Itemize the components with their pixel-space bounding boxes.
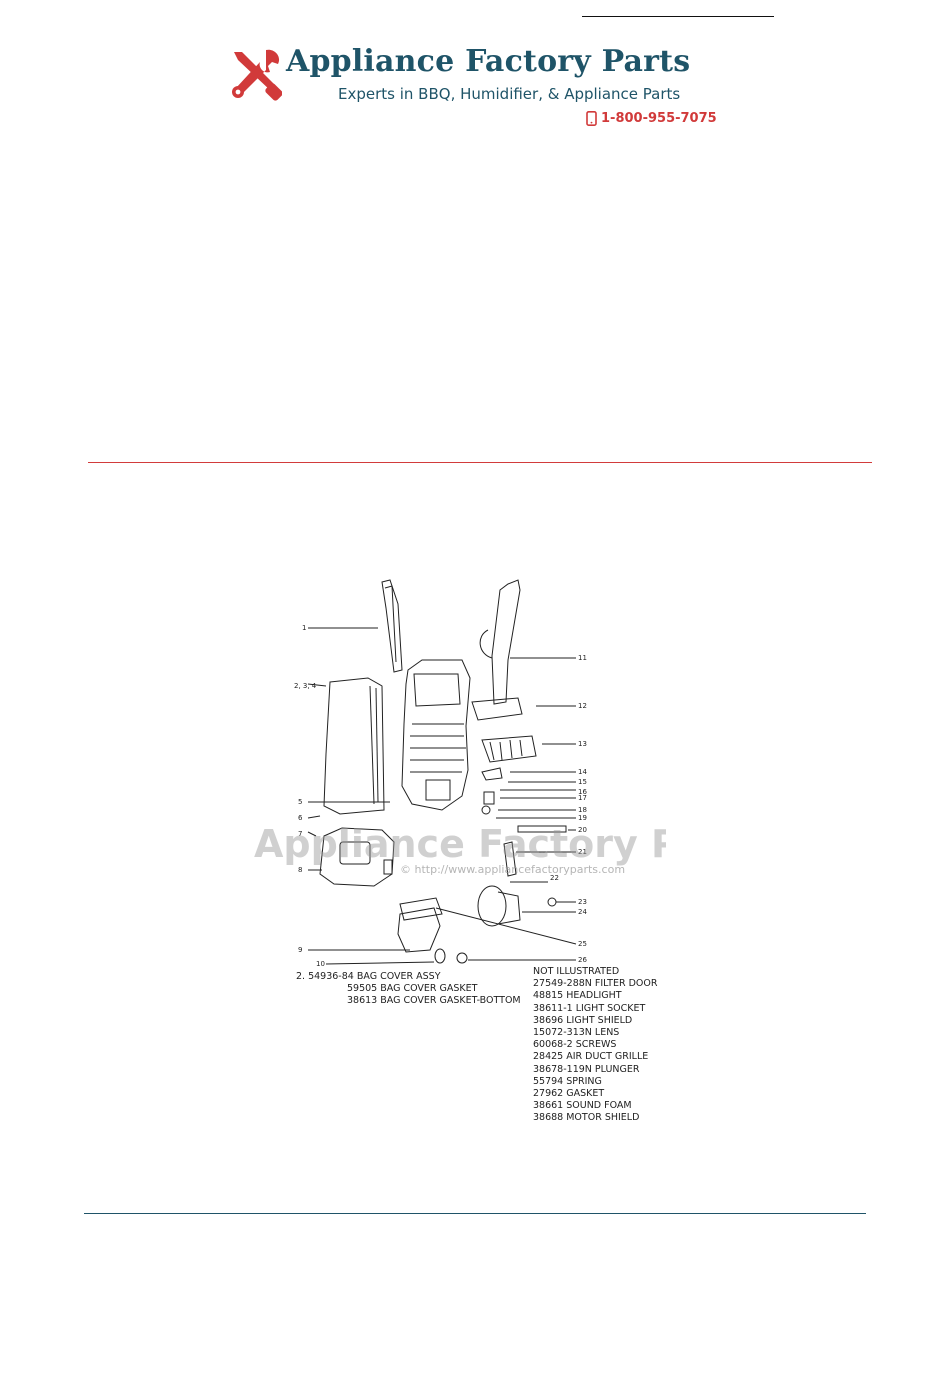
callout-19: 19 [578,814,587,822]
legend-heading: NOT ILLUSTRATED [533,966,620,977]
callout-23: 23 [578,898,587,906]
teal-divider [84,1213,866,1214]
callout-2-3-4: 2, 3, 4 [294,682,317,690]
brand-name: Appliance Factory Parts [286,44,691,79]
part-handle-strip [381,579,403,673]
phone-icon [586,110,597,126]
legend-line: 38661 SOUND FOAM [533,1100,632,1112]
legend-line: 38613 BAG COVER GASKET-BOTTOM [347,995,521,1007]
callout-1: 1 [302,624,306,632]
legend-line: 28425 AIR DUCT GRILLE [533,1051,649,1063]
legend-line: 48815 HEADLIGHT [533,990,622,1002]
phone-number: 1-800-955-7075 [601,110,717,126]
top-rule [582,16,774,17]
legend-line: 38696 LIGHT SHIELD [533,1014,633,1026]
callout-10: 10 [316,960,325,968]
callout-22: 22 [550,874,559,882]
legend-line: 59505 BAG COVER GASKET [347,983,478,995]
brand-tagline: Experts in BBQ, Humidifier, & Appliance … [338,85,681,103]
part-handle-tube [491,579,521,705]
legend-line: 38678-119N PLUNGER [533,1063,640,1075]
part-motor [477,885,507,927]
callout-25: 25 [578,940,587,948]
phone-row[interactable]: 1-800-955-7075 [586,109,736,127]
callout-11: 11 [578,654,587,662]
callout-18: 18 [578,806,587,814]
exploded-parts-diagram: 1 2, 3, 4 5 6 7 8 9 10 11 12 13 14 15 16… [294,579,587,968]
legend-line: 27962 GASKET [533,1087,605,1099]
callout-17: 17 [578,794,587,802]
part-main-body [401,659,471,811]
legend-line: 38688 MOTOR SHIELD [533,1112,640,1124]
callout-26: 26 [578,956,587,964]
callout-16: 16 [578,788,587,796]
legend-line: 55794 SPRING [533,1075,602,1087]
callout-24: 24 [578,908,587,916]
callout-14: 14 [578,768,587,776]
part-grille [481,735,537,763]
legend-line: 38611-1 LIGHT SOCKET [533,1002,646,1014]
callout-9: 9 [298,946,302,954]
callout-20: 20 [578,826,587,834]
legend-not-illustrated: NOT ILLUSTRATED 27549-288N FILTER DOOR 4… [533,966,683,1124]
red-divider [88,462,872,463]
legend-line: 60068-2 SCREWS [533,1039,617,1051]
part-bag-cover [323,677,385,815]
callout-21: 21 [578,848,587,856]
wrench-screwdriver-icon [232,49,282,101]
part-agitator [397,907,441,953]
callout-15: 15 [578,778,587,786]
callout-13: 13 [578,740,587,748]
watermark-text: Appliance Factory Parts [254,822,666,866]
legend-line: 27549-288N FILTER DOOR [533,978,658,990]
watermark-url: © http://www.appliancefactoryparts.com [400,863,626,876]
callout-7: 7 [298,830,302,838]
callout-8: 8 [298,866,302,874]
legend-line: 2. 54936-84 BAG COVER ASSY [296,971,441,982]
callout-6: 6 [298,814,303,822]
legend-bag-cover: 2. 54936-84 BAG COVER ASSY 59505 BAG COV… [296,971,526,1008]
legend-line: 15072-313N LENS [533,1026,620,1038]
callout-5: 5 [298,798,302,806]
callout-12: 12 [578,702,587,710]
